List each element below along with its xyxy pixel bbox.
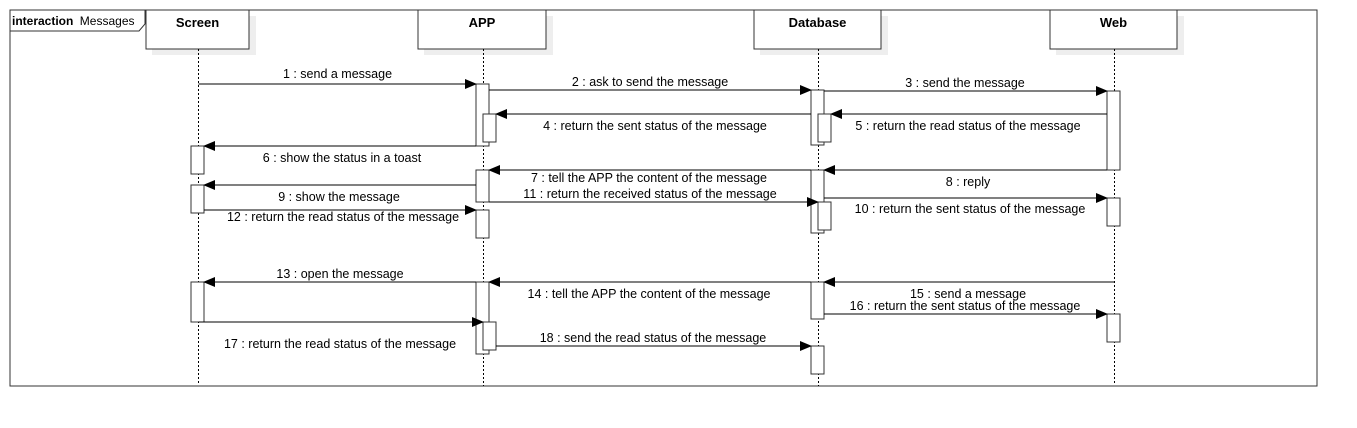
message-label-12: 12 : return the read status of the messa… — [227, 210, 459, 224]
activation-bar — [817, 113, 832, 143]
message-label-16: 16 : return the sent status of the messa… — [850, 299, 1081, 313]
lifeline-label-database: Database — [789, 15, 847, 30]
activation-bar — [482, 321, 497, 351]
activation-bar — [1106, 90, 1121, 171]
lifeline-label-web: Web — [1100, 15, 1127, 30]
frame-title: interaction Messages — [12, 12, 135, 29]
activation-bar — [190, 281, 205, 323]
lifeline-head-database[interactable] — [753, 9, 882, 50]
activation-bar — [817, 201, 832, 231]
message-label-1: 1 : send a message — [283, 67, 392, 81]
message-label-5: 5 : return the read status of the messag… — [855, 119, 1080, 133]
message-label-11: 11 : return the received status of the m… — [523, 187, 776, 201]
lifeline-label-screen: Screen — [176, 15, 219, 30]
message-label-15: 15 : send a message — [910, 287, 1026, 301]
lifeline-head-web[interactable] — [1049, 9, 1178, 50]
lifeline-label-app: APP — [469, 15, 496, 30]
message-label-3: 3 : send the message — [905, 76, 1025, 90]
activation-bar — [190, 145, 205, 175]
message-label-8: 8 : reply — [946, 175, 991, 189]
message-label-13: 13 : open the message — [276, 267, 403, 281]
message-labels: 1 : send a message 2 : ask to send the m… — [224, 67, 1085, 351]
lifeline-head-app[interactable] — [417, 9, 547, 50]
message-label-7: 7 : tell the APP the content of the mess… — [531, 171, 767, 185]
activation-bar — [190, 184, 205, 214]
message-arrows — [198, 79, 1115, 351]
lifeline-screen: Screen — [145, 9, 256, 384]
message-label-2: 2 : ask to send the message — [572, 75, 728, 89]
activation-bar — [1106, 313, 1121, 343]
activation-bar — [475, 169, 490, 203]
activation-bar — [1106, 197, 1121, 227]
activation-bar — [482, 113, 497, 143]
lifeline-web: Web — [1049, 9, 1184, 384]
activation-bar — [475, 209, 490, 239]
activation-bar — [810, 345, 825, 375]
message-label-6: 6 : show the status in a toast — [263, 151, 422, 165]
activation-bar — [810, 281, 825, 320]
message-label-10: 10 : return the sent status of the messa… — [855, 202, 1086, 216]
message-label-17: 17 : return the read status of the messa… — [224, 337, 456, 351]
frame-title-tab — [9, 9, 146, 32]
interaction-frame — [9, 9, 1318, 387]
activation-bars — [190, 83, 1121, 375]
frame-name: Messages — [80, 14, 135, 28]
lifeline-database: Database — [753, 9, 888, 386]
message-label-4: 4 : return the sent status of the messag… — [543, 119, 767, 133]
message-label-18: 18 : send the read status of the message — [540, 331, 767, 345]
lifeline-head-screen[interactable] — [145, 9, 250, 50]
message-label-9: 9 : show the message — [278, 190, 400, 204]
frame-keyword: interaction — [12, 14, 73, 28]
message-label-14: 14 : tell the APP the content of the mes… — [528, 287, 771, 301]
